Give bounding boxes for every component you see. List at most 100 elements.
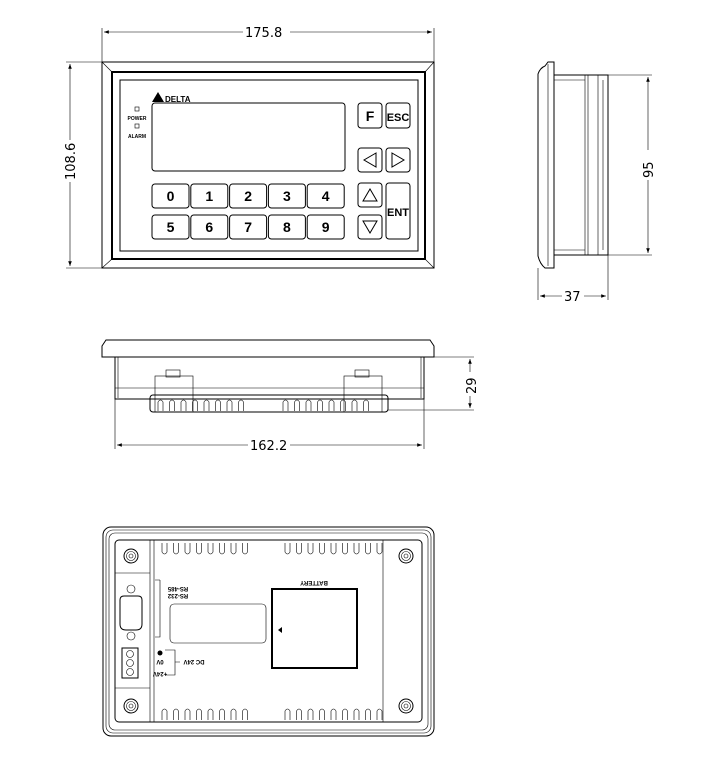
vent-fin xyxy=(196,543,202,555)
svg-text:3: 3 xyxy=(283,188,291,204)
digit-key-4[interactable] xyxy=(306,183,345,209)
rs485-label: RS-485 xyxy=(167,585,188,591)
up-arrow-icon xyxy=(362,188,378,202)
digit-key-1[interactable] xyxy=(190,183,229,209)
vent-fin xyxy=(305,399,312,411)
vent-fin xyxy=(340,399,346,411)
vent-fin xyxy=(184,543,191,555)
vent-fin xyxy=(317,399,323,411)
lcd-screen xyxy=(151,102,346,172)
vent-fin xyxy=(353,543,360,555)
vent-fin xyxy=(353,708,360,720)
vent-fin xyxy=(207,708,214,720)
power-led xyxy=(134,106,140,112)
alarm-led xyxy=(134,123,140,129)
vent-fin xyxy=(328,399,335,411)
svg-text:8: 8 xyxy=(283,219,291,235)
battery-cover xyxy=(271,588,358,669)
svg-text:F: F xyxy=(366,108,375,124)
label-area xyxy=(169,603,267,644)
side-height-dimension: 95 xyxy=(642,161,657,178)
vent-fin xyxy=(219,543,225,555)
vent-fin xyxy=(307,708,314,720)
digit-key-6[interactable] xyxy=(190,214,229,240)
down-key[interactable] xyxy=(357,214,383,240)
delta-logo: DELTA xyxy=(152,92,191,104)
vent-fin xyxy=(230,543,237,555)
f-key[interactable] xyxy=(357,102,383,129)
vent-fin xyxy=(184,708,191,720)
vent-fin xyxy=(284,708,291,720)
ground-symbol xyxy=(157,650,163,656)
up-key[interactable] xyxy=(357,182,383,208)
vent-fin xyxy=(203,399,210,411)
vent-fin xyxy=(376,543,383,555)
vent-fin xyxy=(173,708,179,720)
digit-key-0[interactable] xyxy=(151,183,190,209)
power-terminal-block xyxy=(121,647,139,679)
svg-text:4: 4 xyxy=(322,188,330,204)
digit-key-3[interactable] xyxy=(267,183,306,209)
svg-text:1: 1 xyxy=(205,188,213,204)
back-view: RS-232 RS-485 0V +24V DC 24V BATTERY xyxy=(102,526,435,737)
vent-fin xyxy=(242,708,248,720)
digit-key-5[interactable] xyxy=(151,214,190,240)
svg-text:ENT: ENT xyxy=(387,207,409,219)
vent-fin xyxy=(342,708,348,720)
db9-connector xyxy=(119,584,143,641)
svg-text:ESC: ESC xyxy=(387,112,410,124)
vent-fin xyxy=(296,708,302,720)
vent-fin xyxy=(230,708,237,720)
vent-fin xyxy=(319,543,325,555)
vent-fin xyxy=(296,543,302,555)
digit-key-8[interactable] xyxy=(267,214,306,240)
vent-fin xyxy=(169,399,175,411)
vent-fin xyxy=(242,543,248,555)
screw-icon xyxy=(123,548,139,564)
vent-fin xyxy=(330,543,337,555)
svg-text:DELTA: DELTA xyxy=(165,95,191,104)
esc-key[interactable] xyxy=(385,102,411,129)
side-view: 95 37 xyxy=(537,61,657,305)
right-key[interactable] xyxy=(385,147,411,173)
vent-fin xyxy=(238,399,244,411)
digit-key-9[interactable] xyxy=(306,214,345,240)
vent-fin xyxy=(173,543,179,555)
screw-icon xyxy=(123,698,139,714)
bottom-view: 29 162.2 xyxy=(101,339,480,454)
digit-key-2[interactable] xyxy=(229,183,268,209)
svg-text:0: 0 xyxy=(167,188,175,204)
depth-dimension: 37 xyxy=(564,290,581,305)
vent-fin xyxy=(192,399,198,411)
svg-text:5: 5 xyxy=(167,219,175,235)
vent-fin xyxy=(319,708,325,720)
svg-text:7: 7 xyxy=(244,219,252,235)
screw-icon xyxy=(398,548,414,564)
vent-fin xyxy=(226,399,233,411)
vent-fin xyxy=(342,543,348,555)
svg-text:9: 9 xyxy=(322,219,330,235)
zero-v-label: 0V xyxy=(156,658,163,664)
svg-text:2: 2 xyxy=(244,188,252,204)
vent-fin xyxy=(161,543,168,555)
dc-24v-label: DC 24V xyxy=(183,658,204,664)
ent-key[interactable] xyxy=(385,182,411,240)
left-key[interactable] xyxy=(357,147,383,173)
vent-fin xyxy=(376,708,383,720)
vent-fin xyxy=(157,399,164,411)
vent-fin xyxy=(215,399,221,411)
vent-fin xyxy=(161,708,168,720)
vent-fin xyxy=(282,399,289,411)
rs232-label: RS-232 xyxy=(167,592,188,598)
digit-key-7[interactable] xyxy=(229,214,268,240)
vent-fin xyxy=(219,708,225,720)
left-arrow-icon xyxy=(363,152,377,168)
vent-fin xyxy=(284,543,291,555)
down-arrow-icon xyxy=(362,220,378,234)
vent-fin xyxy=(294,399,300,411)
svg-text:6: 6 xyxy=(205,219,213,235)
bottom-depth-dimension: 29 xyxy=(465,377,480,394)
vent-fin xyxy=(180,399,187,411)
screw-icon xyxy=(398,698,414,714)
